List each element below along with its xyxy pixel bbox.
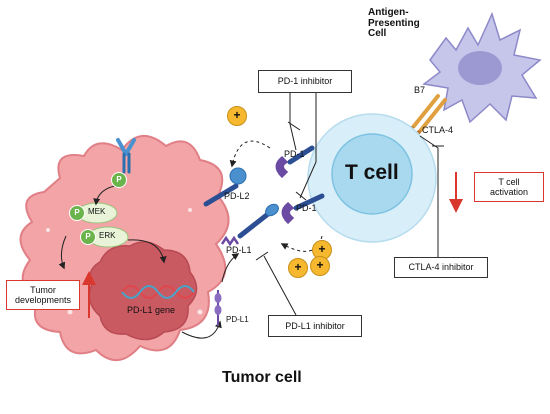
pdl2-label: PD-L2 <box>224 191 250 201</box>
inhibitor-lines <box>255 93 444 316</box>
growth-factor-receptor <box>116 138 136 174</box>
t-cell <box>307 113 437 243</box>
plus-icon: + <box>310 256 330 276</box>
mek-label: MEK <box>88 207 106 216</box>
phosphate-icon: P <box>111 172 127 188</box>
tumor-developments-box: Tumor developments <box>6 280 80 310</box>
pdl1-gene-label: PD-L1 gene <box>127 305 176 315</box>
pdl1-vesicle-protein <box>214 290 222 326</box>
ctla4-inhibitor-box: CTLA-4 inhibitor <box>394 257 488 278</box>
ctla4-label: CTLA-4 <box>422 125 454 135</box>
pdl1-inhibitor-box: PD-L1 inhibitor <box>268 315 362 337</box>
t-cell-label: T cell <box>345 161 399 184</box>
phosphate-icon: P <box>69 205 85 221</box>
dashed-arrow-pdl2 <box>229 140 271 168</box>
apc-label: Antigen- Presenting Cell <box>368 7 420 39</box>
tumor-nucleus <box>88 241 198 341</box>
pdl1-vesicle-label: PD-L1 <box>226 315 249 324</box>
t-cell-nucleus <box>331 133 413 215</box>
apc-nucleus <box>458 51 502 85</box>
pd1-lower-label: PD-1 <box>296 203 317 213</box>
arrow-to-membrane <box>221 253 240 283</box>
pd1-receptors <box>275 145 325 225</box>
plus-icon: + <box>227 106 247 126</box>
dna-helix <box>121 285 195 299</box>
pd1-upper-label: PD-1 <box>284 149 305 159</box>
plus-icon: + <box>288 258 308 278</box>
pdl2-ligand <box>203 167 247 207</box>
b7-label: B7 <box>414 85 426 95</box>
arrow-to-nucleus <box>127 239 167 264</box>
t-cell-activation-box: T cell activation <box>474 172 544 202</box>
phosphate-icon: P <box>80 229 96 245</box>
pdl1-ligand <box>220 203 279 247</box>
dashed-arrow-pdl1 <box>280 235 323 252</box>
arrow-to-tumor-growth <box>58 235 67 270</box>
pdl1-label: PD-L1 <box>226 245 252 255</box>
erk-label: ERK <box>99 231 116 240</box>
pd1-inhibitor-box: PD-1 inhibitor <box>258 70 352 93</box>
tumor-cell-label: Tumor cell <box>222 369 302 386</box>
